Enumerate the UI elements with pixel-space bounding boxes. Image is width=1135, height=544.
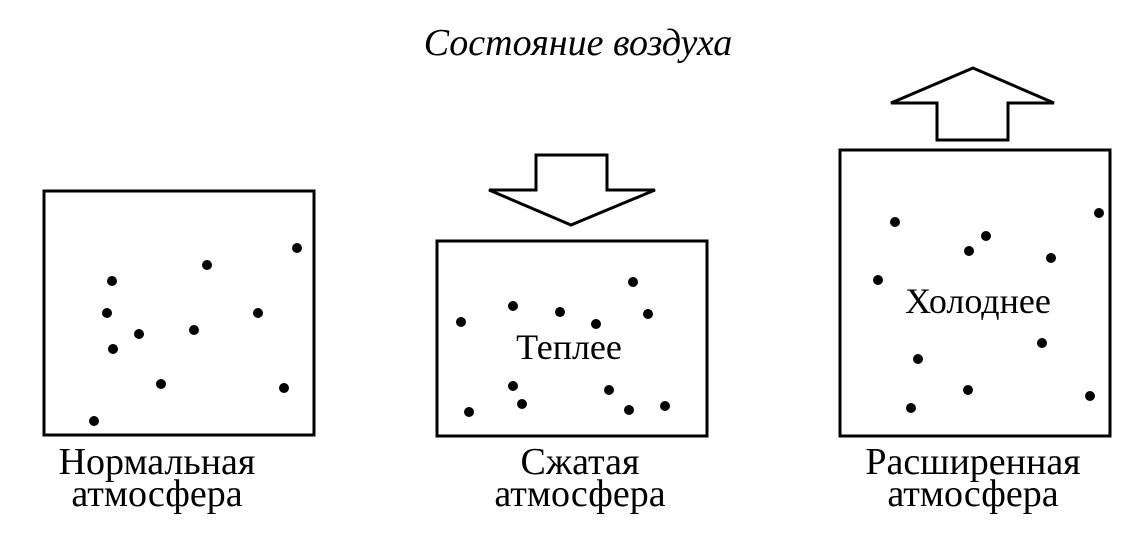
caption-compressed-line2: атмосфера [494,473,665,515]
air-particle [108,344,118,354]
air-particle [1094,208,1104,218]
air-particle [202,260,212,270]
air-particle [456,317,466,327]
air-particle [913,354,923,364]
caption-compressed-line1: Сжатая [521,441,640,483]
panel-compressed: Теплее Сжатая атмосфера [435,153,709,515]
air-particle [508,381,518,391]
air-particle [508,301,518,311]
caption-normal-line1: Нормальная [59,441,256,483]
caption-normal-line2: атмосфера [71,473,242,515]
air-particle [555,307,565,317]
air-particle [1046,253,1056,263]
air-particle [156,379,166,389]
air-particle [89,416,99,426]
panel-expanded: Холоднее Расширенная атмосфера [838,66,1112,515]
air-particle [134,329,144,339]
air-particle [964,246,974,256]
up-arrow-icon [890,66,1055,142]
air-particle [591,319,601,329]
air-particle [873,275,883,285]
air-particle [643,309,653,319]
panel-normal: Нормальная атмосфера [42,189,316,515]
air-particle [1037,338,1047,348]
air-particle [107,276,117,286]
air-particle [1085,391,1095,401]
air-particle [890,217,900,227]
label-warmer: Теплее [516,327,622,367]
diagram-title: Состояние воздуха [424,22,733,64]
label-colder: Холоднее [905,281,1051,321]
air-particle [906,403,916,413]
air-particle [292,243,302,253]
air-particle [102,308,112,318]
air-particle [604,385,614,395]
air-particle [981,231,991,241]
air-particle [189,325,199,335]
particles-normal [89,243,302,426]
air-particle [628,277,638,287]
caption-expanded-line1: Расширенная [865,441,1080,483]
container-expanded [838,148,1112,438]
particles-compressed [456,277,670,417]
caption-expanded-line2: атмосфера [887,473,1058,515]
container-normal [42,189,316,437]
down-arrow-icon [488,153,656,227]
air-particle [660,401,670,411]
particles-expanded [873,208,1104,413]
air-particle [517,399,527,409]
air-particle [253,308,263,318]
air-particle [279,383,289,393]
air-particle [963,385,973,395]
air-particle [464,407,474,417]
air-particle [624,405,634,415]
